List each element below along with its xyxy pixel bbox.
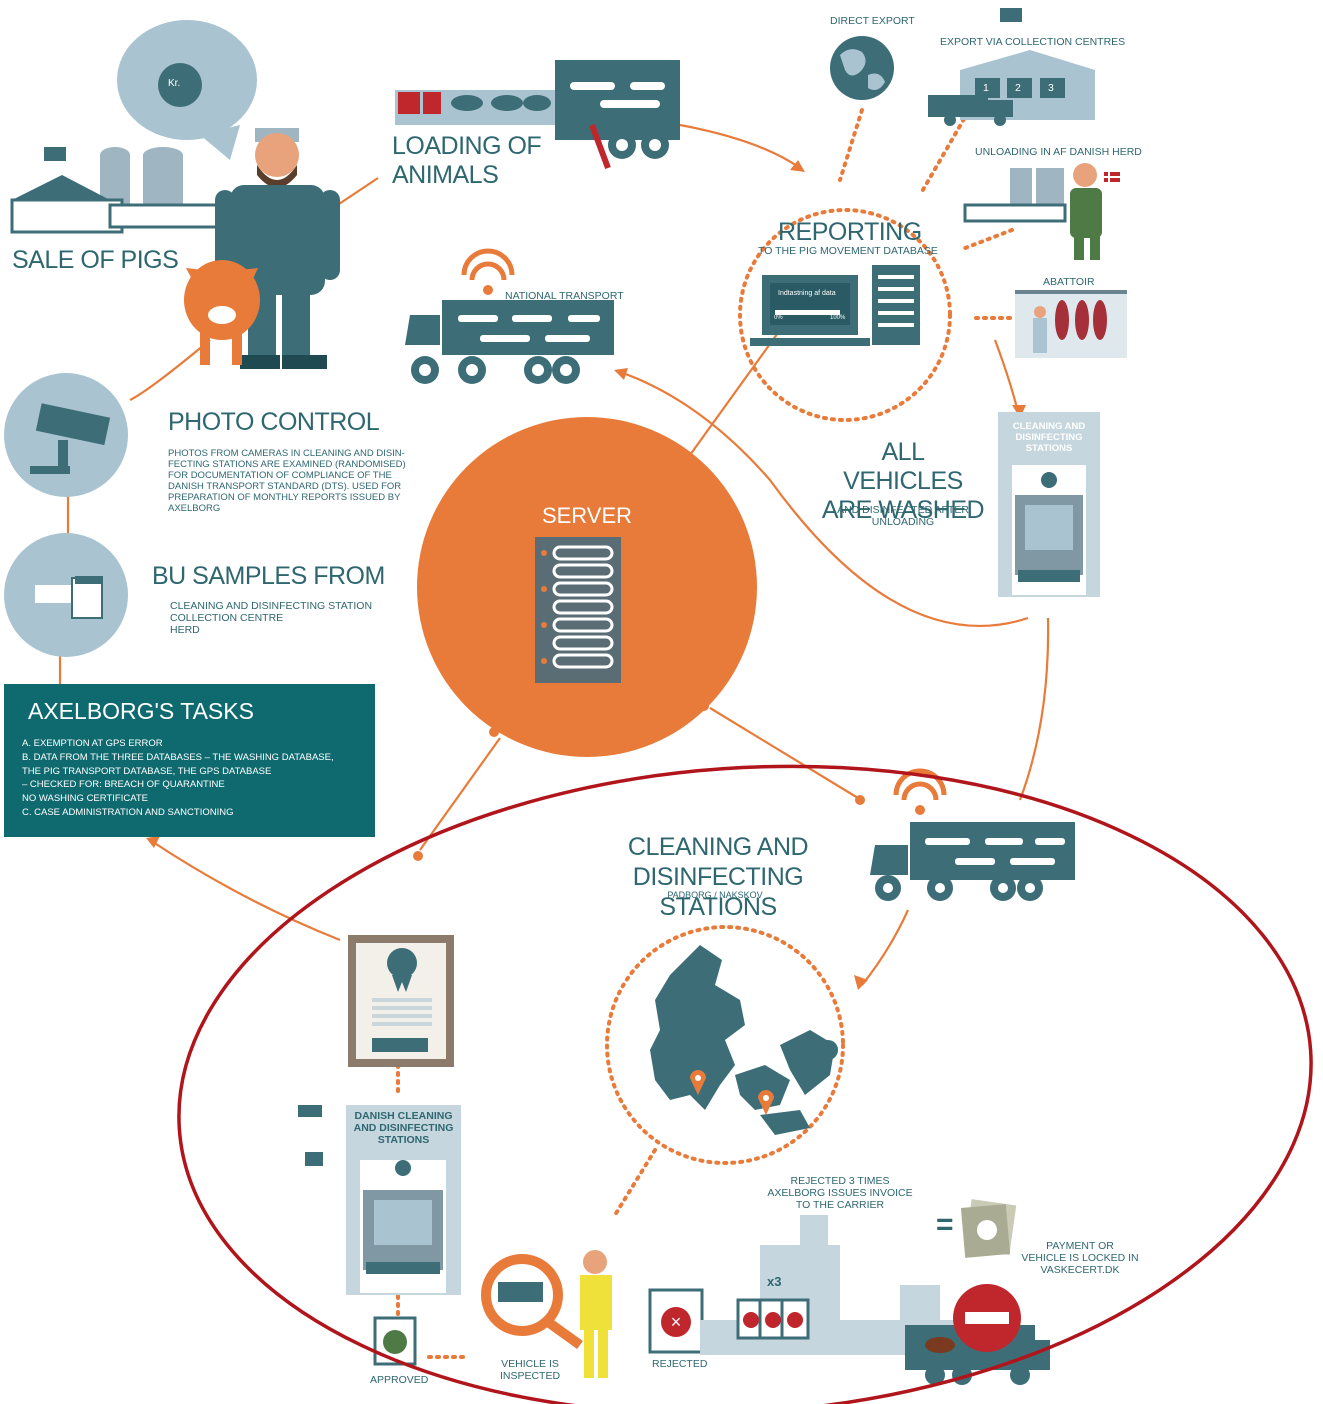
dotted-links xyxy=(396,108,1014,1359)
washed-title: ALL VEHICLES ARE WASHED xyxy=(821,438,985,524)
reporting-screen-right: 100% xyxy=(830,315,846,321)
photo-control-title: PHOTO CONTROL xyxy=(168,408,380,436)
server-rack-icon xyxy=(535,537,621,683)
bu-samples-text: CLEANING AND DISINFECTING STATION COLLEC… xyxy=(170,600,373,637)
collection-number-1: 1 xyxy=(983,82,989,94)
svg-text:×: × xyxy=(671,1312,682,1332)
reporting-screen-text: Indtastning af data xyxy=(778,290,836,297)
rejected-three-icon xyxy=(736,1298,810,1340)
payment-label: PAYMENT OR VEHICLE IS LOCKED IN VASKECER… xyxy=(1021,1240,1139,1277)
washed-subtitle: AND DISINFECTED AFTER UNLOADING xyxy=(837,504,969,529)
no-entry-icon xyxy=(953,1284,1021,1352)
reporting-computer-icon xyxy=(750,265,920,346)
stations-subtitle: PADBORG / NAKSKOV xyxy=(667,890,763,900)
certificate-icon xyxy=(348,935,454,1067)
photo-control-text: PHOTOS FROM CAMERAS IN CLEANING AND DISI… xyxy=(168,448,406,514)
highlight-ellipse xyxy=(177,764,1313,1404)
loading-title: LOADING OF ANIMALS xyxy=(392,132,542,189)
reporting-title: REPORTING xyxy=(778,218,922,246)
stations-title: CLEANING AND DISINFECTING STATIONS xyxy=(627,833,809,921)
money-icon xyxy=(960,1199,1017,1258)
collection-export-label: EXPORT VIA COLLECTION CENTRES xyxy=(940,36,1126,48)
washing-station-sign: CLEANING AND DISINFECTING STATIONS xyxy=(1012,421,1086,454)
bubble-currency-text: Kr. xyxy=(168,78,181,89)
national-transport-label: NATIONAL TRANSPORT xyxy=(505,290,624,302)
rejected-three-label: REJECTED 3 TIMES AXELBORG ISSUES INVOICE… xyxy=(767,1175,913,1212)
sale-of-pigs-title: SALE OF PIGS xyxy=(12,246,179,274)
tasks-text: A. EXEMPTION AT GPS ERROR B. DATA FROM T… xyxy=(22,738,334,818)
speech-bubble-icon xyxy=(117,20,257,160)
collection-centre-icon xyxy=(928,8,1095,126)
direct-export-label: DIRECT EXPORT xyxy=(830,15,915,27)
stations-truck-icon xyxy=(870,768,1075,901)
inspector-icon xyxy=(481,1250,612,1378)
server-lights xyxy=(541,550,547,664)
rejected-clipboard-icon: × xyxy=(648,1288,704,1354)
rejected-label: REJECTED xyxy=(652,1358,708,1370)
farm-icon xyxy=(10,147,242,234)
approved-clipboard-icon xyxy=(373,1316,417,1366)
washing-station-icon xyxy=(998,412,1100,597)
photo-control-circle xyxy=(4,373,128,497)
farmer-icon xyxy=(215,128,340,369)
tasks-title: AXELBORG'S TASKS xyxy=(28,698,254,724)
bu-samples-circle xyxy=(4,533,128,657)
denmark-map-icon xyxy=(650,945,838,1135)
server-slots xyxy=(552,545,614,669)
equals-sign: = xyxy=(936,1208,954,1241)
collection-number-3: 3 xyxy=(1048,82,1054,94)
unloading-label: UNLOADING IN AF DANISH HERD xyxy=(975,146,1142,158)
globe-icon xyxy=(830,36,894,100)
abattoir-icon xyxy=(1015,290,1127,358)
danish-station-icon xyxy=(298,1105,461,1295)
pig-icon xyxy=(184,260,260,365)
danish-station-sign: DANISH CLEANING AND DISINFECTING STATION… xyxy=(353,1110,454,1147)
inspected-label: VEHICLE IS INSPECTED xyxy=(499,1358,561,1383)
cycle-arrows xyxy=(58,123,1050,986)
approved-label: APPROVED xyxy=(370,1374,429,1386)
national-transport-truck-icon xyxy=(405,248,614,384)
reporting-subtitle: TO THE PIG MOVEMENT DATABASE xyxy=(758,245,938,257)
bu-samples-title: BU SAMPLES FROM xyxy=(152,562,385,590)
collection-number-2: 2 xyxy=(1015,82,1021,94)
danish-herd-icon xyxy=(963,163,1120,260)
reporting-screen-left: 0% xyxy=(774,315,783,321)
abattoir-label: ABATTOIR xyxy=(1043,276,1095,288)
times-label: x3 xyxy=(767,1274,782,1289)
axelborg-tasks-box xyxy=(4,684,375,837)
location-pin-icons xyxy=(690,1070,774,1115)
server-label: SERVER xyxy=(541,503,633,528)
loading-truck-icon xyxy=(395,60,680,170)
